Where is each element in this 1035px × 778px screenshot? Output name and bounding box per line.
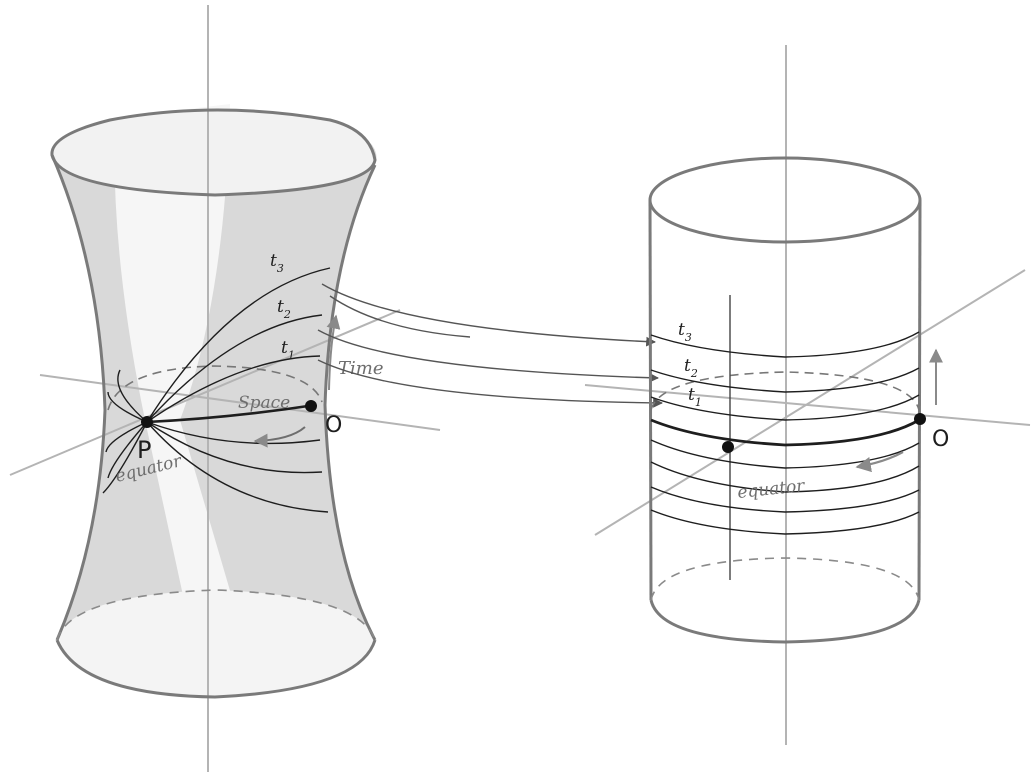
cylinder-point-marker	[722, 441, 734, 453]
map-arrow-t3	[321, 283, 656, 347]
hyperboloid-figure: P O Time Space equator t3 t2 t1	[9, 5, 441, 772]
time-arrow	[326, 314, 341, 391]
cylinder-bottom-rim-back	[650, 557, 920, 601]
hyperboloid-time-curves	[102, 267, 331, 513]
hyperboloid-horizontal-axis	[39, 374, 441, 431]
curve-left-1	[117, 369, 148, 423]
point-p-label: P	[137, 436, 151, 464]
point-o-label: O	[325, 413, 342, 438]
cylinder-rings	[650, 331, 920, 535]
cylinder-figure: O equator t3 t2 t1	[584, 45, 1031, 745]
mapping-arrows	[317, 283, 663, 408]
map-arrow-t1	[317, 359, 663, 408]
curve-t1	[146, 355, 321, 423]
ring-lower-1	[650, 439, 920, 469]
time-label: Time	[338, 358, 383, 379]
t3-label-left: t3	[270, 251, 284, 275]
cylinder-right-edge	[917, 199, 922, 601]
hyperboloid-bottom-opening	[57, 590, 375, 697]
t1-label-right: t1	[688, 385, 702, 409]
space-label: Space	[238, 393, 290, 413]
cylinder-left-edge	[648, 199, 653, 601]
t2-label-right: t2	[684, 356, 698, 380]
curve-lower-2	[146, 421, 323, 474]
t2-letter-left: t	[277, 297, 284, 317]
curve-left-4	[107, 421, 148, 479]
hyperboloid-left-edge	[50, 154, 107, 641]
hyperboloid-bottom-rim-front	[55, 639, 377, 699]
curve-t3	[146, 267, 331, 423]
t1-sub-left: 1	[288, 349, 295, 362]
cylinder-point-o-marker	[914, 413, 926, 425]
ring-lower-2	[650, 461, 920, 493]
ring-lower-4	[650, 509, 920, 535]
t1-letter-right: t	[688, 385, 695, 405]
curve-t2	[146, 314, 323, 423]
t3-letter-right: t	[678, 320, 685, 340]
point-o-marker	[305, 400, 317, 412]
t2-sub-left: 2	[283, 308, 291, 321]
hyperboloid-top-rim	[50, 108, 377, 197]
curve-left-3	[105, 421, 148, 453]
cylinder-point-o-label: O	[932, 427, 949, 452]
t1-letter-left: t	[281, 338, 288, 358]
curve-lower-1	[146, 421, 321, 445]
t3-letter-left: t	[270, 251, 277, 271]
equator-label-right: equator	[736, 476, 806, 503]
ring-t1	[650, 394, 920, 421]
cylinder-depth-axis	[594, 269, 1026, 536]
curve-equator	[146, 403, 316, 424]
map-arrow-t2	[317, 329, 659, 383]
ring-t3	[650, 331, 920, 358]
t2-letter-right: t	[684, 356, 691, 376]
t1-label-left: t1	[281, 338, 295, 362]
hyperboloid-top-opening	[51, 110, 375, 195]
hyperboloid-equator-back	[107, 365, 323, 411]
t3-label-right: t3	[678, 320, 692, 344]
map-arrow-t3-upper	[329, 295, 471, 338]
ring-t2	[650, 367, 920, 393]
t2-label-left: t2	[277, 297, 291, 321]
t2-sub-right: 2	[690, 367, 698, 380]
t3-sub-right: 3	[685, 331, 692, 344]
ring-equator	[650, 418, 920, 447]
t3-sub-left: 3	[277, 262, 284, 275]
point-p-marker	[141, 416, 153, 428]
ring-lower-3	[650, 486, 920, 513]
curve-lower-3	[146, 421, 329, 513]
curve-left-5	[102, 421, 148, 494]
curve-left-2	[107, 391, 148, 423]
t1-sub-right: 1	[695, 396, 702, 409]
hyperboloid-bottom-rim-back	[56, 589, 376, 641]
hyperboloid-light-band	[114, 104, 260, 697]
hyperboloid-right-edge	[323, 164, 377, 641]
cylinder-bottom-rim-front	[649, 599, 921, 644]
cylinder-space-arrow	[855, 451, 904, 473]
space-arrow	[253, 426, 306, 448]
